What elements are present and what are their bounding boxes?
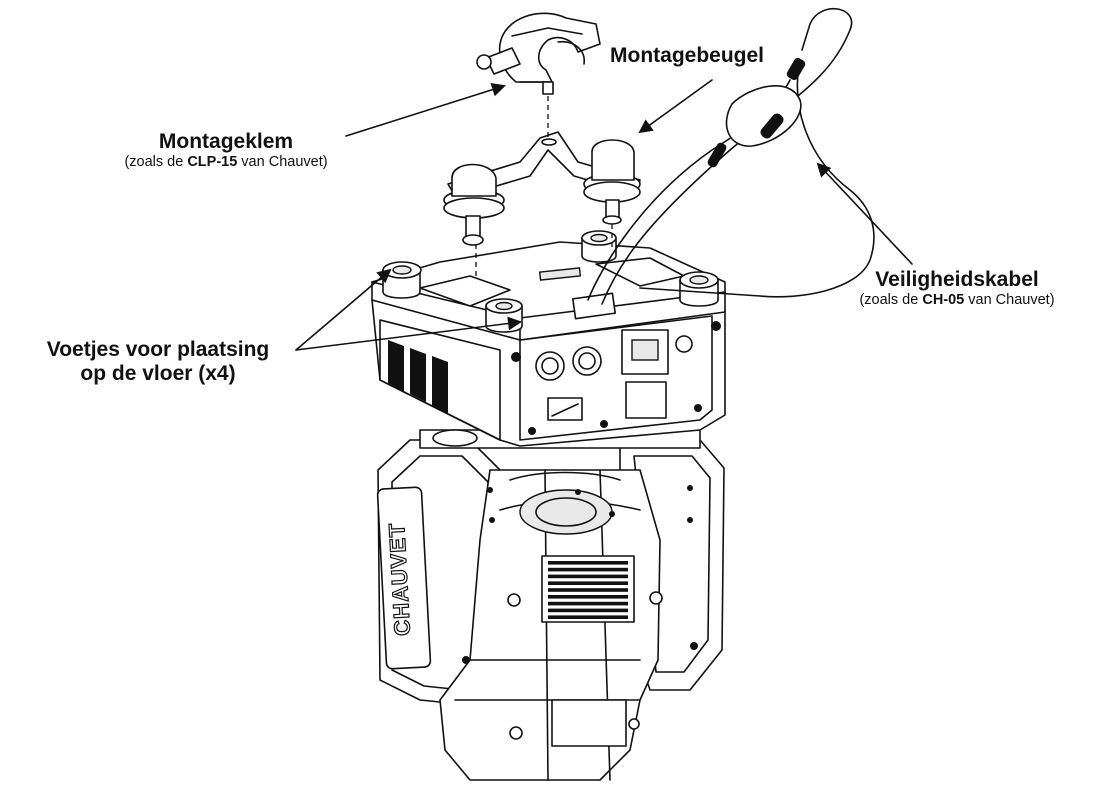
floor-foot xyxy=(485,298,523,333)
vent-slot xyxy=(548,615,628,619)
arrow-foot-2 xyxy=(295,316,522,351)
fixture-base xyxy=(371,230,726,449)
mounting-clamp xyxy=(476,12,601,95)
vent-slot xyxy=(548,574,628,579)
label-mounting-clamp: Montageklem (zoals de CLP-15 van Chauvet… xyxy=(96,130,356,171)
safety-cable-note: (zoals de CH-05 van Chauvet) xyxy=(859,292,1055,309)
vent-slot xyxy=(548,561,628,565)
arrow-cable xyxy=(816,162,913,265)
arrow-clamp xyxy=(345,82,506,137)
arrow-foot-1 xyxy=(295,268,392,351)
floor-foot xyxy=(679,271,719,307)
mounting-clamp-title: Montageklem xyxy=(158,130,294,153)
vent-slot xyxy=(548,595,628,599)
vent-slot xyxy=(548,608,628,613)
head-vent-grille xyxy=(541,555,635,623)
mounting-clamp-note: (zoals de CLP-15 van Chauvet) xyxy=(124,154,328,171)
callout-arrows xyxy=(295,79,913,351)
base-side-vents xyxy=(388,340,448,414)
floor-foot xyxy=(581,230,617,263)
safety-cable-title: Veiligheidskabel xyxy=(875,268,1039,291)
floor-foot xyxy=(382,261,422,299)
floor-feet-line1: Voetjes voor plaatsing xyxy=(46,338,270,361)
safety-cable xyxy=(587,8,875,305)
label-safety-cable: Veiligheidskabel (zoals de CH-05 van Cha… xyxy=(812,268,1101,309)
label-mounting-bracket: Montagebeugel xyxy=(610,44,765,67)
vent-slot xyxy=(548,588,628,592)
vent-slot xyxy=(548,601,628,606)
arrow-bracket xyxy=(638,79,713,134)
vent-slot xyxy=(548,567,628,572)
label-floor-feet: Voetjes voor plaatsing op de vloer (x4) xyxy=(8,338,308,386)
fixture-head xyxy=(376,439,725,781)
mounting-bracket xyxy=(443,131,641,246)
floor-feet-line2: op de vloer (x4) xyxy=(80,362,236,386)
vent-slot xyxy=(548,581,628,585)
